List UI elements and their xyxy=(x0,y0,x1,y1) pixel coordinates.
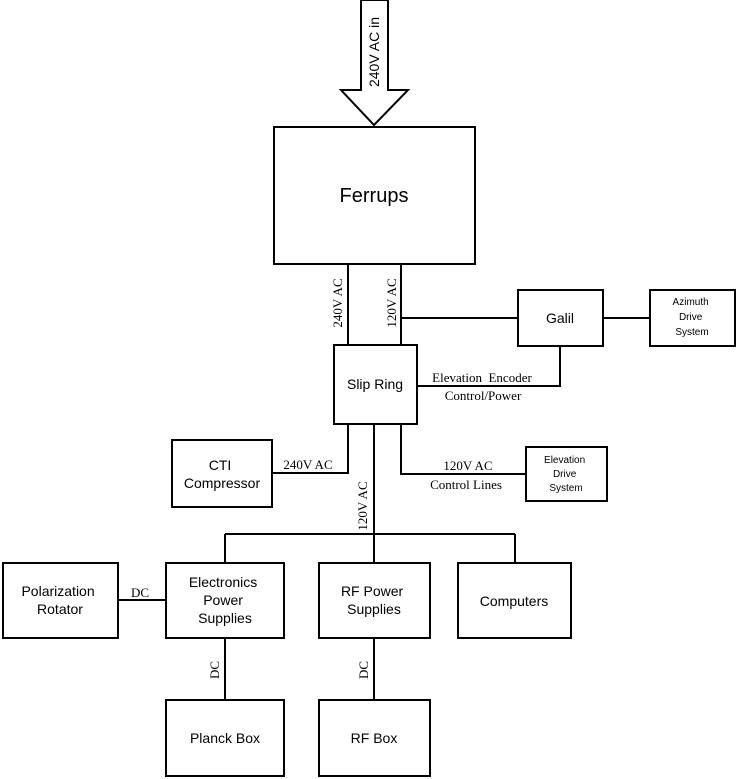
dc-planck-label: DC xyxy=(207,661,222,679)
ferrups-240v-label: 240V AC xyxy=(330,278,345,327)
computers-label: Computers xyxy=(480,593,548,609)
rf-box-label: RF Box xyxy=(351,730,398,746)
electronics-line-1: Electronics xyxy=(189,574,257,590)
cti-line-1: CTI xyxy=(209,457,232,473)
slip-ring-label: Slip Ring xyxy=(347,376,403,392)
slip-ring-box: Slip Ring xyxy=(333,344,418,425)
elevation-drive-box: Elevation Drive System xyxy=(525,446,608,502)
planck-box: Planck Box xyxy=(165,699,285,777)
elevation-encoder-label: Elevation Encoder xyxy=(432,370,532,385)
elevation-line-3: System xyxy=(549,483,582,494)
dc-rf-label: DC xyxy=(356,661,371,679)
cti-compressor-box: CTI Compressor xyxy=(171,439,273,508)
control-power-label: Control/Power xyxy=(445,388,522,403)
azimuth-line-1: Azimuth xyxy=(673,297,709,308)
azimuth-line-3: System xyxy=(675,327,708,338)
elevation-line-2: Drive xyxy=(553,469,577,480)
svg-text:Polarization Rotator: Polarization Rotator xyxy=(21,583,98,617)
connection-labels: 240V AC 120V AC Elevation Encoder Contro… xyxy=(131,278,533,679)
svg-text:RF Power Supplies: RF Power Supplies xyxy=(341,583,407,617)
polarization-line-1: Polarization xyxy=(21,583,94,599)
electronics-power-supplies-box: Electronics Power Supplies xyxy=(165,562,285,639)
galil-box: Galil xyxy=(517,289,604,347)
electronics-line-3: Supplies xyxy=(198,610,252,626)
ferrups-120v-label: 120V AC xyxy=(384,278,399,327)
computers-box: Computers xyxy=(457,562,572,639)
ac-input-label: 240V AC in xyxy=(366,17,382,87)
rf-power-line-1: RF Power xyxy=(341,583,404,599)
elevation-120v-label: 120V AC xyxy=(443,458,492,473)
svg-text:Electronics Power: Electronics Power Supplies xyxy=(189,574,261,626)
svg-text:Azimuth Drive Syst: Azimuth Drive System xyxy=(673,297,712,338)
cti-240v-label: 240V AC xyxy=(283,457,332,472)
ac-input-arrow: 240V AC in xyxy=(338,0,411,127)
connection-lines xyxy=(118,264,650,700)
svg-text:Elevation Drive Sy: Elevation Drive System xyxy=(544,455,588,494)
ferrups-label: Ferrups xyxy=(340,185,409,207)
cti-line-2: Compressor xyxy=(184,475,261,491)
galil-label: Galil xyxy=(546,310,574,326)
rf-box: RF Box xyxy=(318,699,431,777)
main-120v-label: 120V AC xyxy=(355,481,370,530)
rf-power-supplies-box: RF Power Supplies xyxy=(318,562,431,639)
azimuth-line-2: Drive xyxy=(679,312,703,323)
electronics-line-2: Power xyxy=(203,592,243,608)
rf-power-line-2: Supplies xyxy=(347,601,401,617)
polarization-line-2: Rotator xyxy=(37,601,83,617)
elevation-line-1: Elevation xyxy=(544,455,585,466)
control-lines-label: Control Lines xyxy=(430,477,502,492)
azimuth-drive-box: Azimuth Drive System xyxy=(649,289,736,347)
svg-text:CTI Compressor: CTI Compressor xyxy=(184,457,261,491)
polarization-rotator-box: Polarization Rotator xyxy=(2,562,119,639)
ferrups-box: Ferrups xyxy=(273,126,476,265)
dc-polarization-label: DC xyxy=(131,585,149,600)
planck-box-label: Planck Box xyxy=(190,730,260,746)
